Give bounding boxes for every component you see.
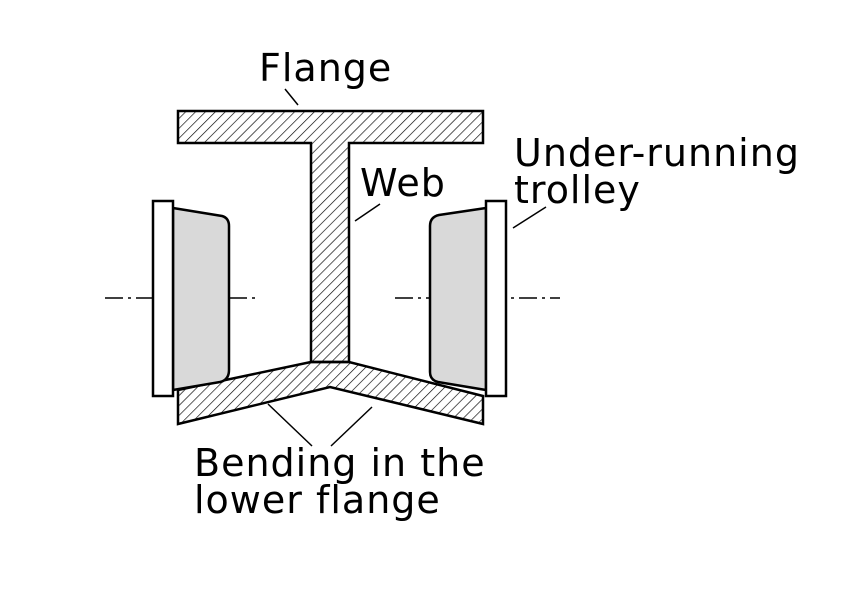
lower-flange-bent xyxy=(176,360,485,426)
leader-lines xyxy=(267,88,547,447)
right-wheel-body xyxy=(428,206,488,392)
flange-label: Flange xyxy=(259,46,392,90)
flange-leader xyxy=(284,88,299,106)
i-beam xyxy=(176,109,485,426)
web-leader xyxy=(354,203,381,222)
left-trolley-wheel xyxy=(151,199,231,398)
left-wheel-body xyxy=(171,206,231,392)
trolley-leader xyxy=(512,206,547,229)
left-wheel-flange-plate xyxy=(151,199,175,398)
right-trolley-wheel xyxy=(428,199,508,398)
bending-label-line2: lower flange xyxy=(194,478,441,522)
bending-label-line1: Bending in the xyxy=(194,441,486,485)
bending-leader-left xyxy=(267,403,313,447)
trolley-label-line2: trolley xyxy=(514,168,641,212)
web-label: Web xyxy=(360,161,446,205)
trolley-label-line1: Under-running xyxy=(514,131,800,175)
right-wheel-flange-plate xyxy=(484,199,508,398)
bending-leader-right xyxy=(330,406,373,447)
